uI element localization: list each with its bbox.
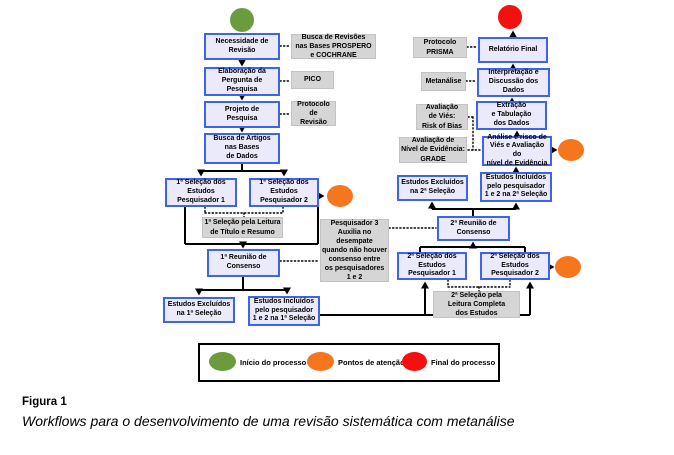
attention-circle-3 <box>558 139 584 161</box>
annotation-pesquisador3-desempate: Pesquisador 3 Auxilia no desempate quand… <box>320 219 389 282</box>
attention-circle-1 <box>327 185 353 207</box>
annotation-grade: Avaliação de Nível de Evidência: GRADE <box>399 137 467 163</box>
annotation-pico: PICO <box>291 71 334 89</box>
node-reuniao1-consenso: 1ª Reunião de Consenso <box>207 249 280 277</box>
node-necessidade-de-revisao: Necessidade de Revisão <box>204 33 280 60</box>
annotation-risk-of-bias: Avaliação de Viés: Risk of Bias <box>416 104 468 130</box>
legend-start-label: Início do processo <box>240 358 307 367</box>
legend-end-label: Final do processo <box>431 358 496 367</box>
annotation-protocolo-prisma: Protocolo PRISMA <box>413 37 467 58</box>
node-interpretacao-discussao: Interpretação e Discussão dos Dados <box>477 68 550 97</box>
node-relatorio-final: Relatório Final <box>478 37 548 63</box>
annotation-prospero-cochrane: Busca de Revisões nas Bases PROSPERO e C… <box>291 34 376 59</box>
legend-box <box>198 343 500 382</box>
annotation-leitura-completa: 2ª Seleção pela Leitura Completa dos Est… <box>433 291 520 318</box>
annotation-protocolo-revisao: Protocolo de Revisão <box>291 101 336 126</box>
node-elaboracao-pergunta: Elaboração da Pergunta de Pesquisa <box>204 67 280 96</box>
annotation-leitura-titulo-resumo: 1ª Seleção pela Leitura de Título e Resu… <box>202 217 283 238</box>
attention-circle-2 <box>555 256 581 278</box>
legend-end-circle <box>402 352 427 371</box>
legend-attention-label: Pontos de atenção <box>338 358 405 367</box>
node-selecao1-pesquisador1: 1ª Seleção dos Estudos Pesquisador 1 <box>165 178 237 207</box>
node-busca-artigos: Busca de Artigos nas Bases de Dados <box>204 133 280 164</box>
node-incluidos-2a-selecao: Estudos Incluídos pelo pesquisador 1 e 2… <box>480 172 552 202</box>
node-excluidos-2a-selecao: Estudos Excluídos na 2ª Seleção <box>397 175 468 201</box>
start-circle <box>230 8 254 32</box>
node-extracao-tabulacao: Extração e Tabulação dos Dados <box>476 101 547 130</box>
node-selecao1-pesquisador2: 1ª Seleção dos Estudos Pesquisador 2 <box>249 178 319 207</box>
node-selecao2-pesquisador2: 2ª Seleção dos Estudos Pesquisador 2 <box>480 252 550 280</box>
node-reuniao2-consenso: 2ª Reunião de Consenso <box>437 216 510 241</box>
legend-start-circle <box>209 352 236 371</box>
node-selecao2-pesquisador1: 2ª Seleção dos Estudos Pesquisador 1 <box>397 252 467 280</box>
node-analise-risco-vies: Análise e risco de Viés e Avaliação do n… <box>482 134 552 167</box>
figure-title: Workflows para o desenvolvimento de uma … <box>22 413 515 429</box>
legend-attention-circle <box>307 352 334 371</box>
node-excluidos-1a-selecao: Estudos Excluídos na 1ª Seleção <box>163 297 235 323</box>
figure-label: Figura 1 <box>22 396 67 408</box>
annotation-metanalise: Metanálise <box>421 72 466 91</box>
node-projeto-pesquisa: Projeto de Pesquisa <box>204 101 280 128</box>
node-incluidos-1a-selecao: Estudos Incluídos pelo pesquisador 1 e 2… <box>248 296 320 326</box>
end-circle <box>498 5 522 29</box>
